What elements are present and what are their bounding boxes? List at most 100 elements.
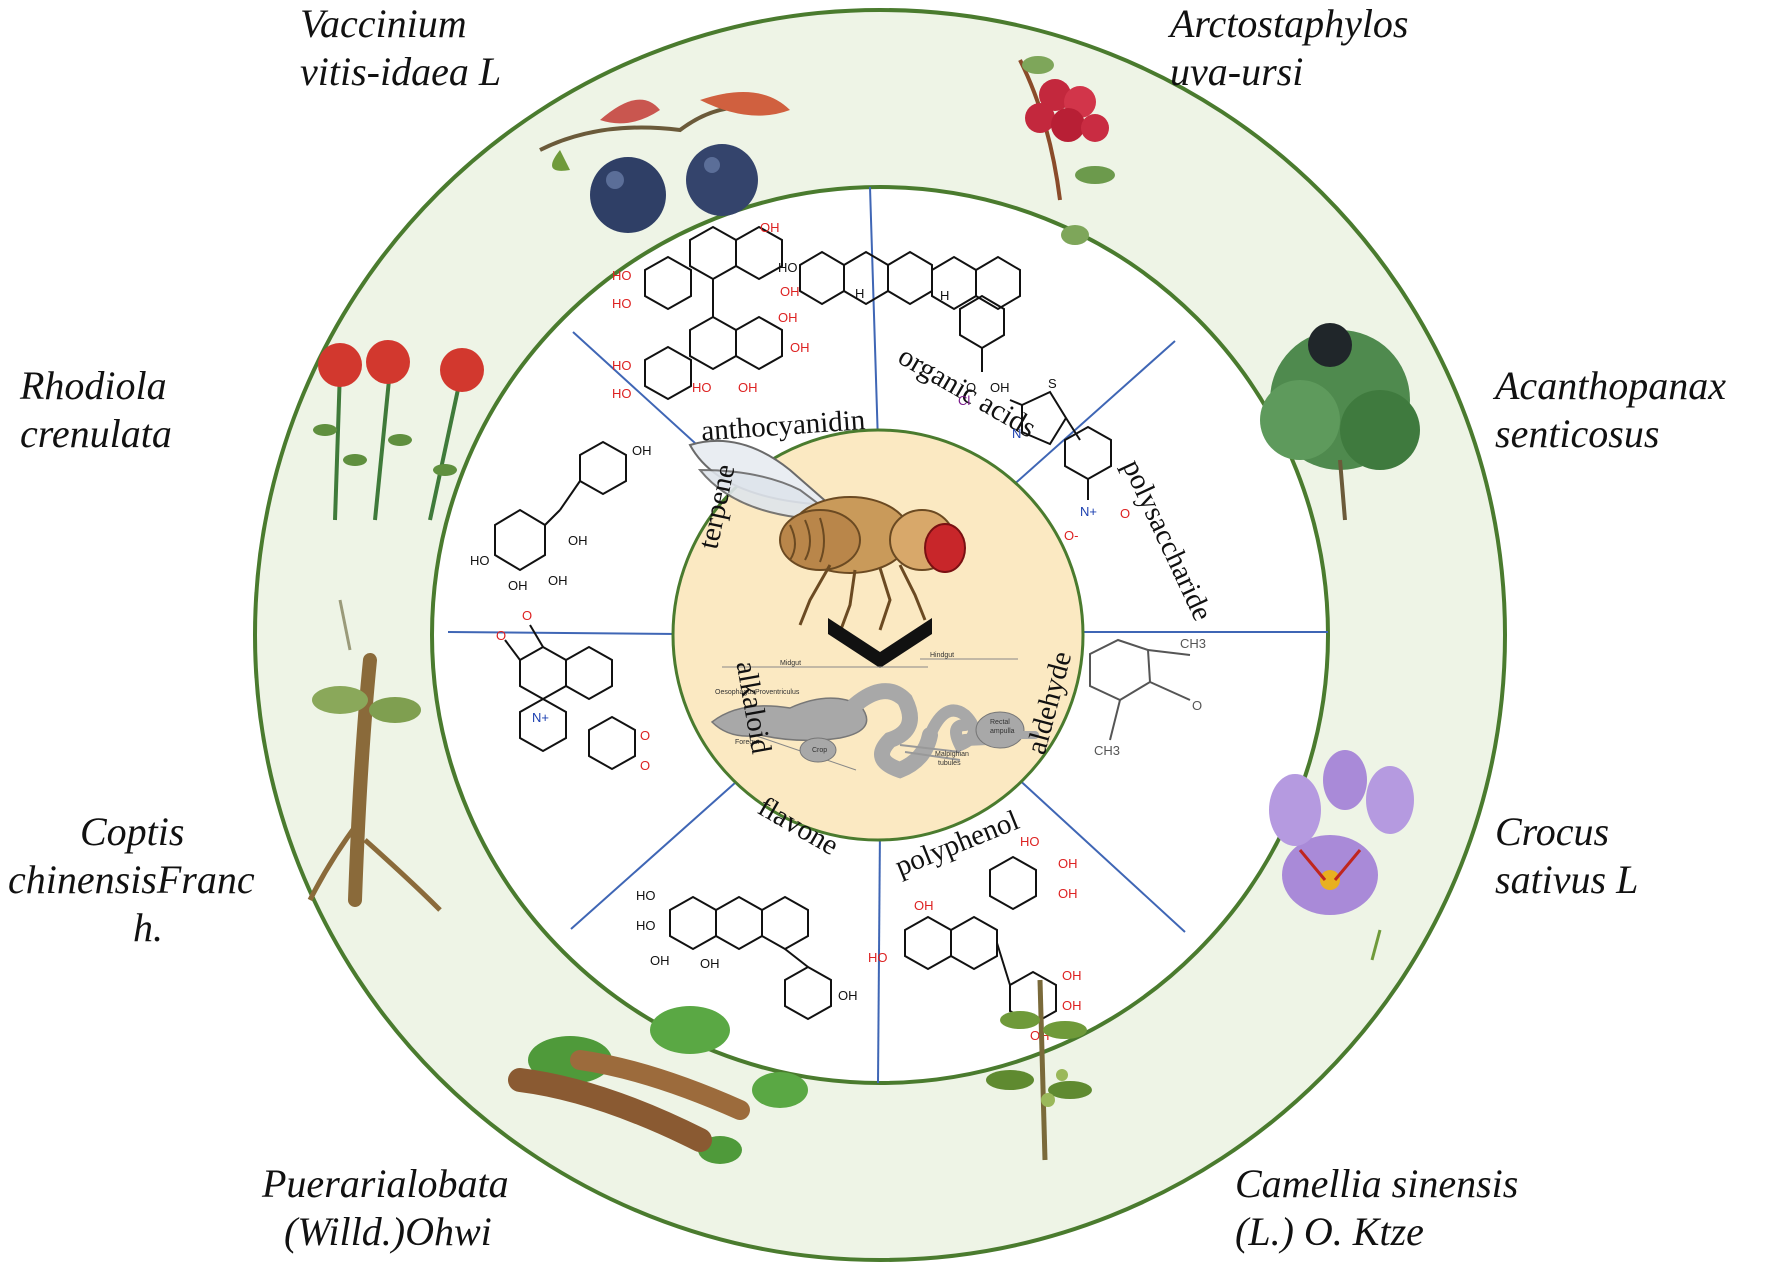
chem-o: O: [640, 758, 650, 773]
chem-h: H: [940, 288, 949, 303]
plant-name-line: vitis-idaea L: [300, 49, 502, 94]
gut-label-foregut: Foregut: [735, 739, 759, 746]
gut-label-malpighian: Malpighian: [935, 751, 969, 758]
chem-oh: OH: [508, 578, 528, 593]
chem-ho: HO: [636, 918, 656, 933]
chem-oh: OH: [914, 898, 934, 913]
plant-label-vaccinium: Vaccinium vitis-idaea L: [300, 0, 501, 96]
chem-oh: OH: [780, 284, 800, 299]
structure-polysaccharide: [1009, 390, 1112, 500]
structure-organic-acids: [799, 250, 1021, 372]
plant-name-line: Crocus: [1495, 809, 1610, 854]
tea-plant-image: [986, 979, 1092, 1161]
chem-n: N: [1012, 426, 1021, 441]
plant-name-line: crenulata: [20, 411, 172, 456]
chem-oh: OH: [760, 220, 780, 235]
plant-name-line: Arctostaphylos: [1170, 1, 1409, 46]
bearberry-image: [1018, 56, 1115, 245]
gut-label-proventriculus: Proventriculus: [755, 689, 800, 696]
structure-terpene: [494, 440, 627, 572]
chem-oh: OH: [838, 988, 858, 1003]
chem-ho: HO: [470, 553, 490, 568]
chem-cl: Cl: [958, 393, 970, 408]
chem-ho: HO: [612, 296, 632, 311]
chem-oh: OH: [1062, 968, 1082, 983]
chem-s: S: [1048, 376, 1057, 391]
chem-oh: OH: [1058, 886, 1078, 901]
gut-label-tubules: tubules: [938, 760, 961, 767]
chem-ho: HO: [778, 260, 798, 275]
plant-name-line: chinensisFranc: [8, 857, 255, 902]
pueraria-image: [508, 1006, 808, 1164]
plant-name-line: Puerarialobata: [262, 1161, 509, 1206]
chem-ho: HO: [636, 888, 656, 903]
chem-oh: OH: [790, 340, 810, 355]
structure-alkaloid: [504, 624, 636, 771]
plant-name-line: Vaccinium: [300, 1, 467, 46]
structure-polyphenol: [904, 855, 1057, 1026]
chem-ch3: CH3: [1094, 743, 1120, 758]
gut-label-midgut: Midgut: [780, 660, 801, 667]
crocus-image: [1269, 750, 1414, 961]
acanthopanax-image: [1260, 323, 1420, 521]
plant-label-acanthopanax: Acanthopanax senticosus: [1495, 362, 1726, 458]
blueberry-image: [539, 92, 790, 233]
plant-name-line: Acanthopanax: [1495, 363, 1727, 408]
chem-o: O: [1192, 698, 1202, 713]
fruit-fly-image: [688, 439, 966, 633]
chem-h: H: [855, 286, 864, 301]
gut-label-ampulla: ampulla: [990, 728, 1015, 735]
chem-ho: HO: [1020, 834, 1040, 849]
chem-o: O: [496, 628, 506, 643]
chem-o: O: [522, 608, 532, 623]
chem-ho: HO: [612, 358, 632, 373]
plant-label-camellia: Camellia sinensis (L.) O. Ktze: [1235, 1160, 1518, 1256]
chem-oh: OH: [1058, 856, 1078, 871]
plant-label-crocus: Crocus sativus L: [1495, 808, 1638, 904]
structure-aldehyde: [1089, 638, 1191, 741]
plant-name-line: senticosus: [1495, 411, 1660, 456]
plant-name-line: Camellia sinensis: [1235, 1161, 1519, 1206]
chem-o: O: [640, 728, 650, 743]
chem-oh: OH: [568, 533, 588, 548]
chevron-down-icon: [828, 618, 932, 668]
chem-oh: OH: [990, 380, 1010, 395]
chem-oh: OH: [778, 310, 798, 325]
gut-label-crop: Crop: [812, 747, 827, 754]
gut-diagram: Midgut Hindgut Oesophagus Proventriculus…: [710, 652, 1039, 779]
chem-ho: HO: [612, 386, 632, 401]
chem-o: O-: [1064, 528, 1078, 543]
chem-oh: OH: [548, 573, 568, 588]
coptis-image: [307, 599, 442, 912]
plant-label-coptis: Coptis chinensisFranc h.: [8, 808, 255, 952]
chem-oh: OH: [700, 956, 720, 971]
chem-n: N+: [1080, 504, 1097, 519]
plant-label-arctostaphylos: Arctostaphylos uva-ursi: [1170, 0, 1409, 96]
chem-n: N+: [532, 710, 549, 725]
plant-name-line: (Willd.)Ohwi: [284, 1209, 492, 1254]
chem-ho: HO: [868, 950, 888, 965]
chem-oh: OH: [738, 380, 758, 395]
plant-name-line: Rhodiola: [20, 363, 167, 408]
segment-dividers: [447, 186, 1328, 1084]
plant-name-line: sativus L: [1495, 857, 1639, 902]
structure-flavone: [669, 895, 832, 1021]
gut-label-rectal: Rectal: [990, 719, 1010, 726]
chem-ch3: CH3: [1180, 636, 1206, 651]
gut-label-oesophagus: Oesophagus: [715, 689, 755, 696]
gut-label-hindgut: Hindgut: [930, 652, 954, 659]
plant-name-line: (L.) O. Ktze: [1235, 1209, 1424, 1254]
chem-ho: HO: [612, 268, 632, 283]
plant-label-rhodiola: Rhodiola crenulata: [20, 362, 172, 458]
chem-oh: OH: [650, 953, 670, 968]
chem-oh: OH: [632, 443, 652, 458]
plant-label-pueraria: Puerarialobata (Willd.)Ohwi: [262, 1160, 509, 1256]
rhodiola-image: [313, 340, 484, 521]
chem-o: O: [966, 380, 976, 395]
chem-o: O: [1120, 506, 1130, 521]
chem-oh: OH: [1062, 998, 1082, 1013]
plant-name-line: h.: [133, 905, 163, 950]
plant-name-line: uva-ursi: [1170, 49, 1304, 94]
structure-anthocyanidin: [644, 225, 783, 401]
